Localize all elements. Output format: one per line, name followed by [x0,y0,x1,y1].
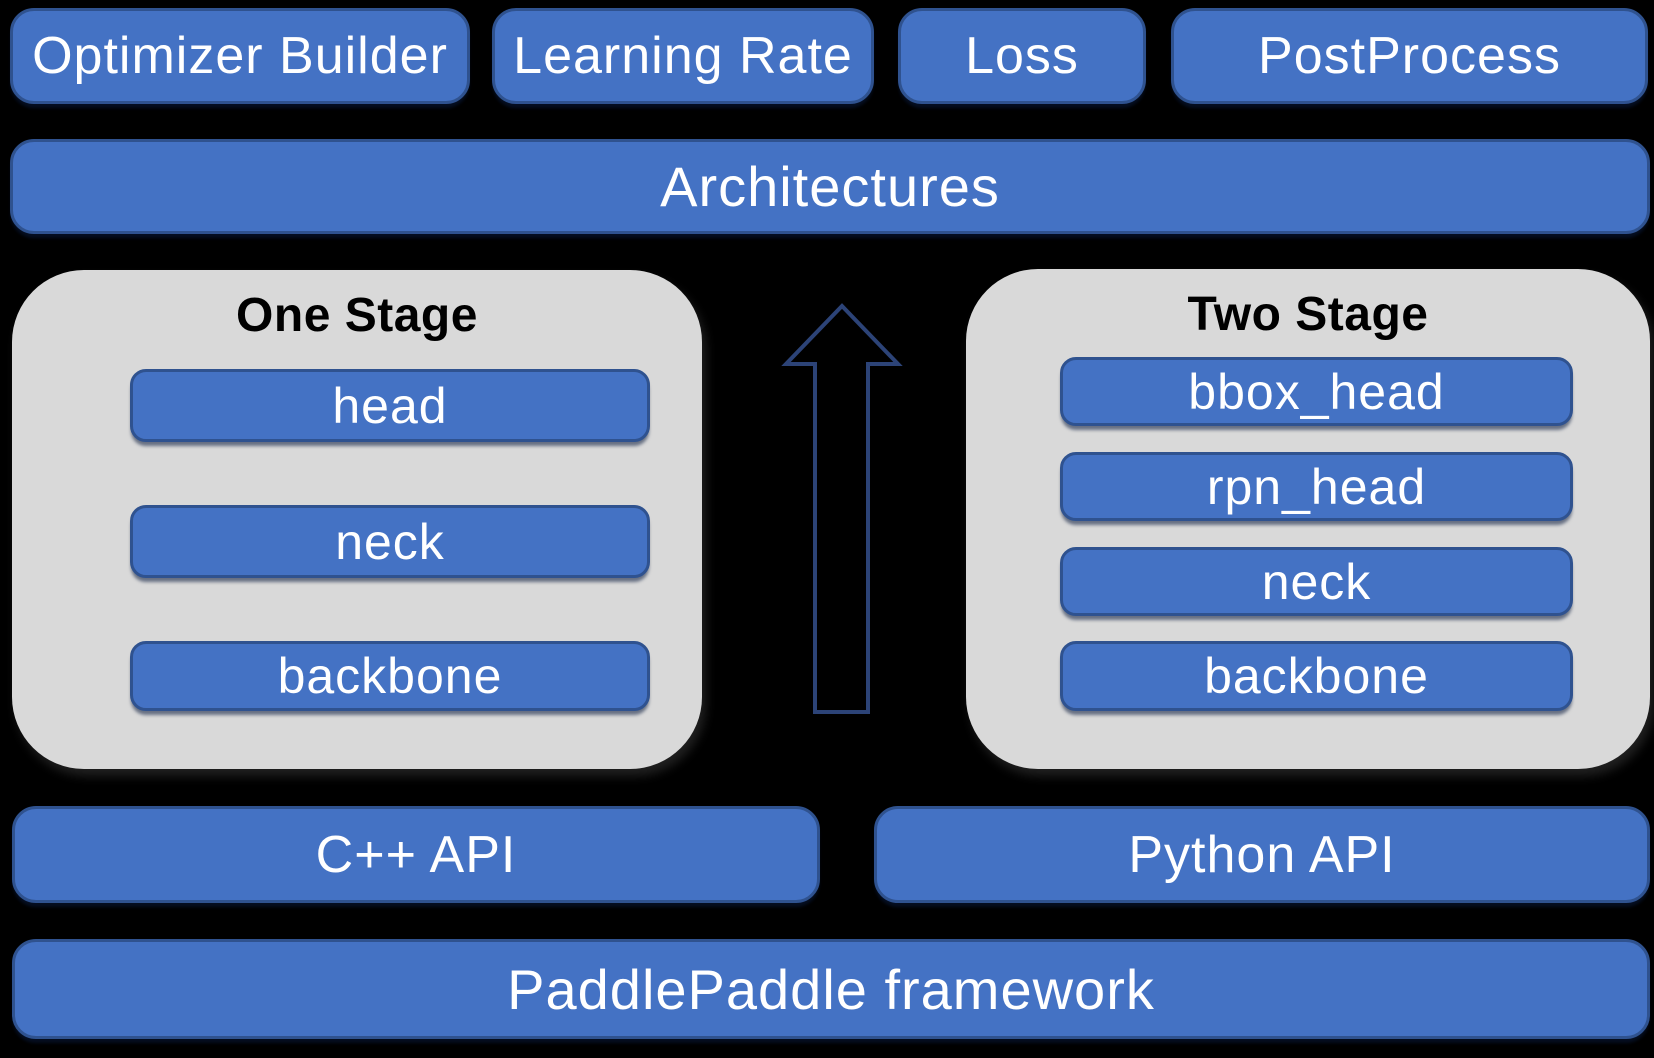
postprocess-box: PostProcess [1171,8,1648,104]
two-stage-panel: Two Stage bbox_head rpn_head neck backbo… [966,269,1650,769]
two-stage-backbone-box: backbone [1060,641,1573,711]
architectures-bar: Architectures [10,139,1650,234]
learning-rate-box: Learning Rate [492,8,874,104]
two-stage-title: Two Stage [1187,288,1429,341]
cpp-api-box: C++ API [12,806,820,903]
two-stage-neck-box: neck [1060,547,1573,616]
two-stage-bbox-head-box: bbox_head [1060,357,1573,426]
optimizer-builder-box: Optimizer Builder [10,8,470,104]
one-stage-title: One Stage [236,289,478,342]
paddlepaddle-framework-bar: PaddlePaddle framework [12,939,1650,1039]
one-stage-head-box: head [130,369,650,442]
two-stage-rpn-head-box: rpn_head [1060,452,1573,521]
one-stage-panel: One Stage head neck backbone [12,270,702,769]
loss-box: Loss [898,8,1146,104]
one-stage-backbone-box: backbone [130,641,650,711]
python-api-box: Python API [874,806,1650,903]
one-stage-neck-box: neck [130,505,650,578]
